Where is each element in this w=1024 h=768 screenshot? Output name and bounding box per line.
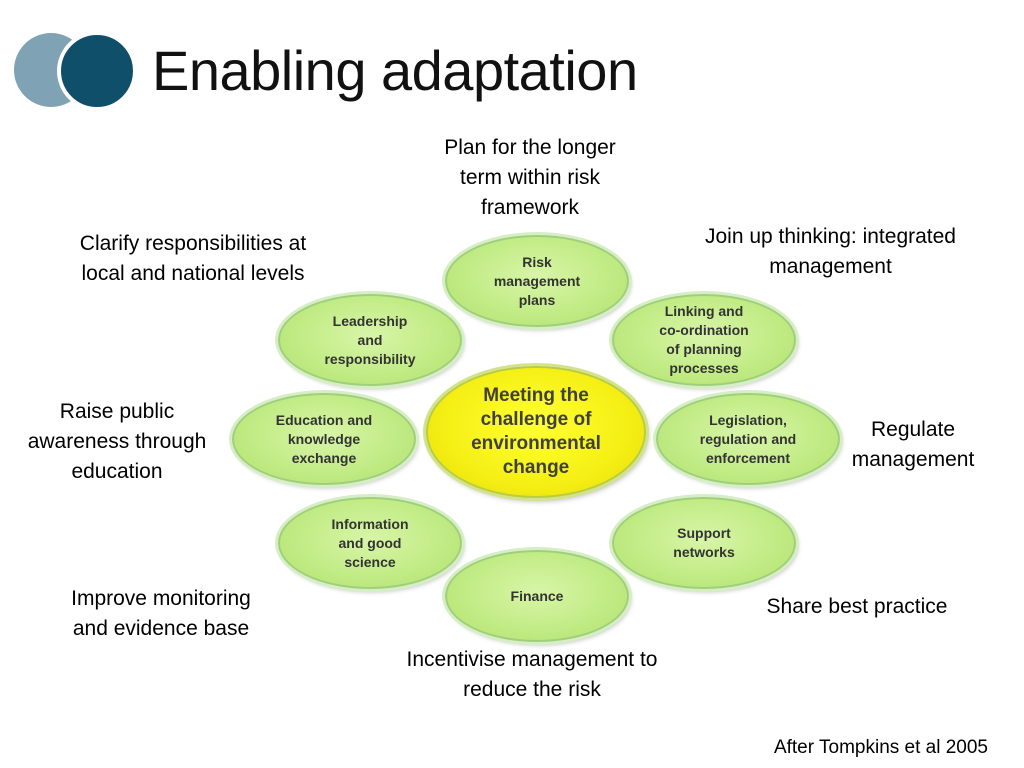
center-label: Meeting the challenge of environmental c… bbox=[471, 385, 601, 478]
node-label: Leadership and responsibility bbox=[324, 312, 416, 367]
node-label: Support networks bbox=[673, 525, 735, 560]
node-linking-coordination: Linking and co-ordination of planning pr… bbox=[612, 294, 796, 386]
node-risk-management-plans: Risk management plans bbox=[445, 235, 629, 327]
node-legislation-regulation: Legislation, regulation and enforcement bbox=[656, 393, 840, 485]
slide-title: Enabling adaptation bbox=[152, 39, 638, 102]
node-support-networks: Support networks bbox=[612, 497, 796, 589]
node-label: Legislation, regulation and enforcement bbox=[699, 411, 797, 466]
node-label: Finance bbox=[510, 587, 564, 604]
annotation-regulate: Regulate management bbox=[851, 418, 975, 471]
node-education-knowledge: Education and knowledge exchange bbox=[232, 393, 416, 485]
node-center-challenge: Meeting the challenge of environmental c… bbox=[426, 366, 646, 498]
node-label: Information and good science bbox=[331, 515, 409, 570]
annotation-join-up-thinking: Join up thinking: integrated management bbox=[704, 225, 956, 278]
node-finance: Finance bbox=[445, 550, 629, 642]
node-label: Education and knowledge exchange bbox=[275, 411, 373, 466]
annotation-plan: Plan for the longer term within risk fra… bbox=[444, 136, 616, 219]
logo-circle-dark bbox=[57, 31, 137, 111]
annotation-improve-monitoring: Improve monitoring and evidence base bbox=[71, 587, 251, 640]
node-label: Risk management plans bbox=[493, 253, 581, 308]
annotation-share-best-practice: Share best practice bbox=[766, 595, 948, 618]
annotation-incentivise: Incentivise management to reduce the ris… bbox=[406, 648, 658, 701]
node-information-good-science: Information and good science bbox=[278, 497, 462, 589]
source-credit: After Tompkins et al 2005 bbox=[773, 737, 988, 758]
annotation-raise-awareness: Raise public awareness through education bbox=[27, 400, 207, 483]
node-leadership-responsibility: Leadership and responsibility bbox=[278, 294, 462, 386]
annotation-clarify-responsibilities: Clarify responsibilities at local and na… bbox=[79, 232, 307, 285]
node-label: Linking and co-ordination of planning pr… bbox=[659, 303, 749, 376]
